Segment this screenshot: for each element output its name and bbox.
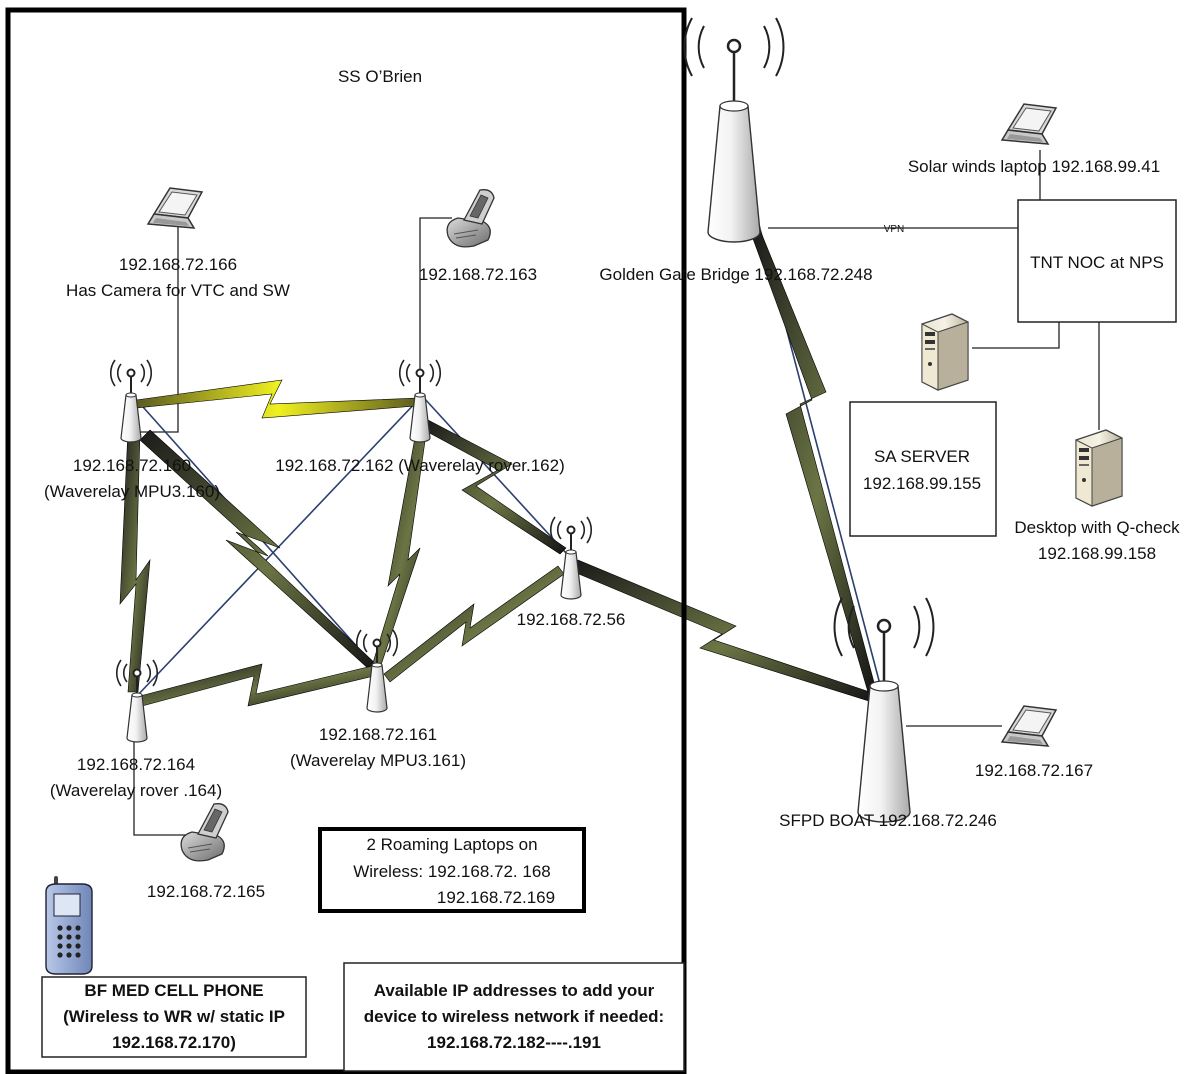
solar-winds-laptop-icon[interactable] <box>1001 103 1057 145</box>
bf-med-line-3: 192.168.72.170) <box>112 1033 236 1052</box>
mesh-link-162-56 <box>423 397 567 554</box>
laptop-167-icon[interactable] <box>1001 705 1057 747</box>
roaming-line-3: 192.168.72.169 <box>437 888 555 907</box>
node-160-ip: 192.168.72.160 <box>73 456 191 475</box>
node-160-desc: (Waverelay MPU3.160) <box>44 482 220 501</box>
sa-server-box[interactable] <box>849 401 997 537</box>
wireless-link-ggb-boat <box>751 229 877 693</box>
phone-163-icon[interactable] <box>446 189 495 248</box>
sa-server-ip: 192.168.99.155 <box>863 474 981 493</box>
wireless-link-164-161 <box>139 663 375 707</box>
available-ip-box <box>343 962 685 1072</box>
golden-gate-bridge-tower-icon[interactable] <box>683 16 785 244</box>
phone-165-ip: 192.168.72.165 <box>147 882 265 901</box>
tnt-noc-label: TNT NOC at NPS <box>1030 253 1164 272</box>
roaming-line-1: 2 Roaming Laptops on <box>366 835 537 854</box>
roaming-line-2: Wireless: 192.168.72. 168 <box>353 862 551 881</box>
ship-title: SS O’Brien <box>338 67 422 86</box>
sa-server-pc-icon[interactable] <box>921 313 969 391</box>
node-56-label: 192.168.72.56 <box>517 610 626 629</box>
desktop-qcheck-ip: 192.168.99.158 <box>1038 544 1156 563</box>
laptop-166-desc: Has Camera for VTC and SW <box>66 281 290 300</box>
sfpd-boat-label: SFPD BOAT 192.168.72.246 <box>779 811 997 830</box>
ship-boundary <box>5 7 687 1074</box>
available-ip-line-2: device to wireless network if needed: <box>364 1007 664 1026</box>
wireless-link-56-boat <box>573 559 877 703</box>
node-162-label: 192.168.72.162 (Waverelay rover.162) <box>275 456 565 475</box>
link-node162-to-phone163 <box>419 217 452 380</box>
solar-laptop-label: Solar winds laptop 192.168.99.41 <box>908 157 1160 176</box>
laptop-166-ip: 192.168.72.166 <box>119 255 237 274</box>
node-164-ip: 192.168.72.164 <box>77 755 195 774</box>
node-164-desc: (Waverelay rover .164) <box>50 781 222 800</box>
cell-phone-icon[interactable] <box>45 876 93 975</box>
tnt-noc-box[interactable] <box>1017 199 1177 323</box>
wireless-link-162-56-bolt <box>423 419 567 555</box>
vpn-label: VPN <box>884 224 905 235</box>
laptop-166-icon[interactable] <box>147 187 203 229</box>
bf-med-box <box>41 976 307 1058</box>
available-ip-line-1: Available IP addresses to add your <box>374 981 655 1000</box>
roaming-box <box>318 827 586 913</box>
laptop-167-ip: 192.168.72.167 <box>975 761 1093 780</box>
desktop-qcheck-label: Desktop with Q-check <box>1014 518 1180 537</box>
available-ip-line-3: 192.168.72.182----.191 <box>427 1033 601 1052</box>
phone-165-icon[interactable] <box>180 803 229 862</box>
bf-med-line-1: BF MED CELL PHONE <box>84 981 263 1000</box>
node-56-ap-icon[interactable] <box>549 516 593 600</box>
sa-server-label: SA SERVER <box>874 447 970 466</box>
bf-med-line-2: (Wireless to WR w/ static IP <box>63 1007 285 1026</box>
sfpd-boat-tower-icon[interactable] <box>833 596 935 824</box>
node-161-ip: 192.168.72.161 <box>319 725 437 744</box>
link-noc-to-sa-server <box>972 322 1060 349</box>
mesh-link-162-164 <box>134 397 421 699</box>
desktop-qcheck-pc-icon[interactable] <box>1075 429 1123 507</box>
link-node164-to-phone165 <box>133 734 190 836</box>
node-161-desc: (Waverelay MPU3.161) <box>290 751 466 770</box>
phone-163-ip: 192.168.72.163 <box>419 265 537 284</box>
golden-gate-label: Golden Gate Bridge 192.168.72.248 <box>599 265 872 284</box>
